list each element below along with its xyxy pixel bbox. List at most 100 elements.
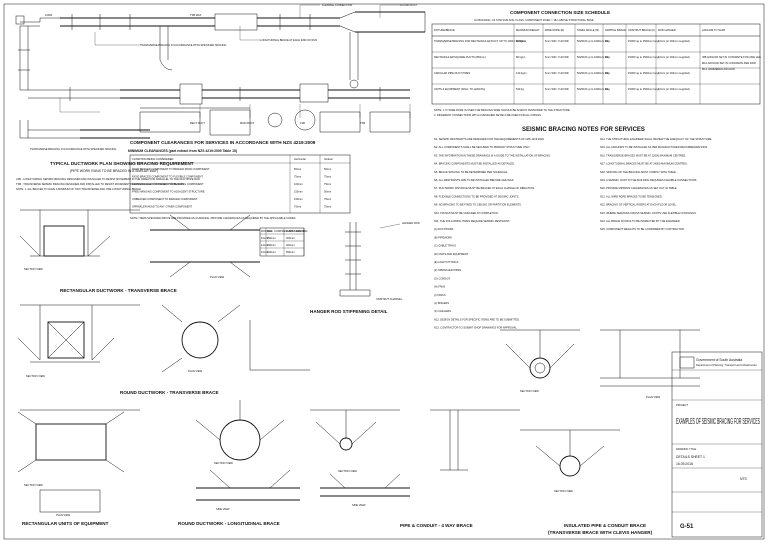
clearance-cell: 150mm: [294, 197, 303, 201]
dim-12000: 12000: [45, 13, 53, 17]
ins-section2-label: SECTION VIEW: [554, 489, 573, 493]
schedule-cell: 10mm (or 300mm supplied): [658, 87, 690, 91]
dim-tsb-max: TSB MAX: [190, 13, 202, 17]
clearances-block: COMPONENT CLEARANCES FOR SERVICES IN ACC…: [128, 107, 411, 220]
lower-callout-1: TRANSVERSE BRACING IN ACCORDANCE WITH SP…: [30, 147, 116, 151]
clearance-cell: 150mm: [294, 190, 303, 194]
round-long-title: ROUND DUCTWORK - LONGITUDINAL BRACE: [178, 521, 280, 526]
clearances-note: NOTE: ITEMS SPECIFIED ABOVE ARE PROVIDED…: [130, 216, 296, 220]
tb-sheet-no: G-51: [680, 524, 694, 530]
schedule-cell: 50x50x5 up to 1000mm long: [577, 39, 610, 43]
hanger-header: MAX. COMPRESSION LENGTH: [267, 229, 305, 233]
schedule-cell: 50x50x5 up to 1000mm long: [577, 71, 610, 75]
seismic-notes: SEISMIC BRACING NOTES FOR SERVICES N1. S…: [434, 127, 712, 330]
rect-section-label: SECTION VIEW: [24, 267, 43, 271]
note-line: N1. SEISMIC RESTRAINTS ARE DESIGNED FOR …: [434, 137, 545, 141]
clearance-cell: 50mm: [324, 167, 331, 171]
clearance-cell: 75mm: [324, 175, 331, 179]
anchor-note-2: M10 ANCHOR SET IN CONCRETE PER PAIR: [702, 61, 756, 65]
long-side-label: SIDE VIEW: [216, 507, 230, 511]
note-line: (G) CONDUIT: [434, 276, 451, 280]
hanger-title: HANGER ROD STIFFENING DETAIL: [310, 309, 388, 314]
typical-note-lsb: LSB - LONGITUDINAL SEISMIC BRACING DESIG…: [16, 177, 200, 181]
note-line: N12. DESIGN DETAILS FOR SPECIFIC ITEMS A…: [434, 317, 520, 321]
hanger-cell: 450mm: [267, 243, 276, 247]
schedule-cell: 50x50x5 up to 1000mm long: [577, 87, 610, 91]
note-line: N18. SPACING OF THE BRACING MUST COMPLY …: [600, 170, 677, 174]
clearance-cell: RECTANGULAR COMPONENT TO BUILDING COMPON…: [132, 182, 204, 186]
hanger-cell: 600mm: [267, 250, 276, 254]
note-line: N6. ALL RESTRAINTS ARE TO BE INSTALLED B…: [434, 178, 514, 182]
note-line: N5. BRACE SPACING TO BE DETERMINED PER S…: [434, 170, 508, 174]
schedule-header: STEEL ANGLE (Ѳ): [577, 28, 599, 32]
note-line: N24. ALL BRACE FIXINGS TO BE INSPECTED B…: [600, 219, 681, 223]
ins-plan-label: PLAN VIEW: [646, 395, 661, 399]
hanger-cell: 550mm: [286, 250, 295, 254]
schedule-note-1: NOTE: 1. IF WIRE ROPE IS USED THE BRACIN…: [434, 108, 571, 112]
schedule-cell: P1000 up to 1500mm long: [628, 39, 659, 43]
round-trans-title: ROUND DUCTWORK - TRANSVERSE BRACE: [120, 390, 219, 395]
tb-sheet: DETAILS SHEET 1: [676, 455, 705, 459]
tb-drawing-label: DRAWING TITLE: [676, 447, 696, 451]
connection-schedule: COMPONENT CONNECTION SIZE SCHEDULE IL3 B…: [431, 10, 761, 117]
anchor-note-1: IM8 ANCHOR SET IN CONCRETE FOR ONE LEG: [702, 55, 761, 59]
typical-note-1: NOTE: 1. ALL BRACES TO HAVE A MINIMUM OF…: [16, 187, 142, 191]
rect-plan-label: PLAN VIEW: [210, 275, 225, 279]
typical-note-tsb: TSB - TRANSVERSE SEISMIC BRACING DESIGNE…: [16, 182, 184, 186]
note-line: (B) PIPEWORK: [434, 235, 452, 239]
note-line: N23. WHERE SERVICES CROSS SEISMIC JOINTS…: [600, 211, 697, 215]
round-section-label: SECTION VIEW: [26, 374, 45, 378]
typical-title: TYPICAL DUCTWORK PLAN SHOWING BRACING RE…: [50, 161, 194, 166]
schedule-subtitle: IL3 BUILDING, C4 SITE SUB-SOIL CLASS, CO…: [474, 18, 594, 22]
schedule-cell: CIRCULAR PIPE DUCT PIPES: [434, 71, 470, 75]
rect-duct-transverse: SECTION VIEW PLAN VIEW RECTANGULAR DUCTW…: [19, 209, 260, 293]
note-line: (F) SPRINKLER PIPES: [434, 268, 461, 272]
clearance-header: CONDITION BEING CONSIDERED: [132, 157, 173, 161]
units-section-label: SECTION VIEW: [24, 483, 43, 487]
hanger-cell: 350mm: [267, 236, 276, 240]
tb-date: 16.09.2016: [676, 462, 693, 466]
note-line: N16. TRANSVERSE BRACES MUST BE AT 12000 …: [600, 153, 686, 157]
note-line: N21. ALL WIRE ROPE BRACES TO BE TENSIONE…: [600, 194, 663, 198]
schedule-header: GRIPPLE BRACE: [605, 28, 626, 32]
schedule-header: ROD HANGER: [658, 28, 676, 32]
clearance-cell: RIGID BRACED COMPONENT TO FLEXIBLE COMPO…: [132, 175, 203, 179]
note-line: N19. A SEISMIC JOINT IN THE BUILDING REQ…: [600, 178, 697, 182]
clearance-cell: 75mm: [294, 205, 301, 209]
schedule-cell: P1000 up to 1500mm long: [628, 87, 659, 91]
units-title: RECTANGULAR UNITS OF EQUIPMENT: [22, 521, 109, 526]
note-line: (C) CABLE TRAYS: [434, 244, 456, 248]
note-line: N11. THE FOLLOWING ITEMS REQUIRE SEISMIC…: [434, 219, 510, 223]
note-line: N8. FLEXIBLE CONNECTIONS TO BE PROVIDED …: [434, 194, 519, 198]
callout-rect-duct: RECT DUCT: [190, 121, 205, 125]
note-line: (E) LIGHT FITTINGS: [434, 260, 459, 264]
title-block: Government of South Australia Department…: [671, 351, 763, 538]
schedule-cell: 6mm WR / 7x19 WR: [545, 55, 569, 59]
schedule-header: UNISTRUT BRACE (U): [628, 28, 655, 32]
note-line: N25. COMPONENT WEIGHTS TO BE CONFIRMED B…: [600, 227, 685, 231]
tb-dept: Department of Planning, Transport and In…: [696, 363, 757, 367]
tb-scale: NTS: [740, 477, 748, 481]
insulated-pipe: SECTION VIEW PLAN VIEW SECTION VIEW INSU…: [500, 329, 700, 535]
note-line: (D) UNITS AND EQUIPMENT: [434, 252, 469, 256]
rect-units: SECTION VIEW PLAN VIEW RECTANGULAR UNITS…: [17, 409, 140, 526]
typical-ductwork-plan: 12000 TSB MAX TRANSVERSE BRACING IN ACCO…: [15, 3, 426, 151]
schedule-cell: 6mm WR / 7x19 WR: [545, 87, 569, 91]
schedule-cell: 50x50x5 up to 1000mm long: [577, 55, 610, 59]
clearance-cell: 50mm: [324, 190, 331, 194]
notes-heading: SEISMIC BRACING NOTES FOR SERVICES: [522, 127, 645, 133]
hanger-cell: 400mm: [286, 243, 295, 247]
tb-title-line: EXAMPLES OF SEISMIC BRACING FOR SERVICES: [676, 417, 760, 426]
ins-subtitle: (TRANSVERSE BRACE WITH CLEVIS HANGER): [548, 530, 653, 535]
note-line: N9. NO BRACING TO BE FIXED TO CEILING OR…: [434, 203, 522, 207]
clearance-cell: 50mm: [294, 167, 301, 171]
schedule-header: MAXIMUM WEIGHT: [516, 28, 540, 32]
note-line: N20. PROVIDE MINIMUM CLEARANCES AS SET O…: [600, 186, 677, 190]
clearance-header: Vertical: [324, 157, 333, 161]
schedule-header: WIRE ROPE (R): [545, 28, 564, 32]
anchor-note-3: M12 HAMMERED ANCHOR: [702, 67, 735, 71]
callout-flexible: FLEXIBLE CONNECTION: [322, 3, 352, 7]
schedule-cell: P1000 up to 1500mm long: [628, 55, 659, 59]
schedule-cell: 10mm (or 300mm supplied): [658, 39, 690, 43]
